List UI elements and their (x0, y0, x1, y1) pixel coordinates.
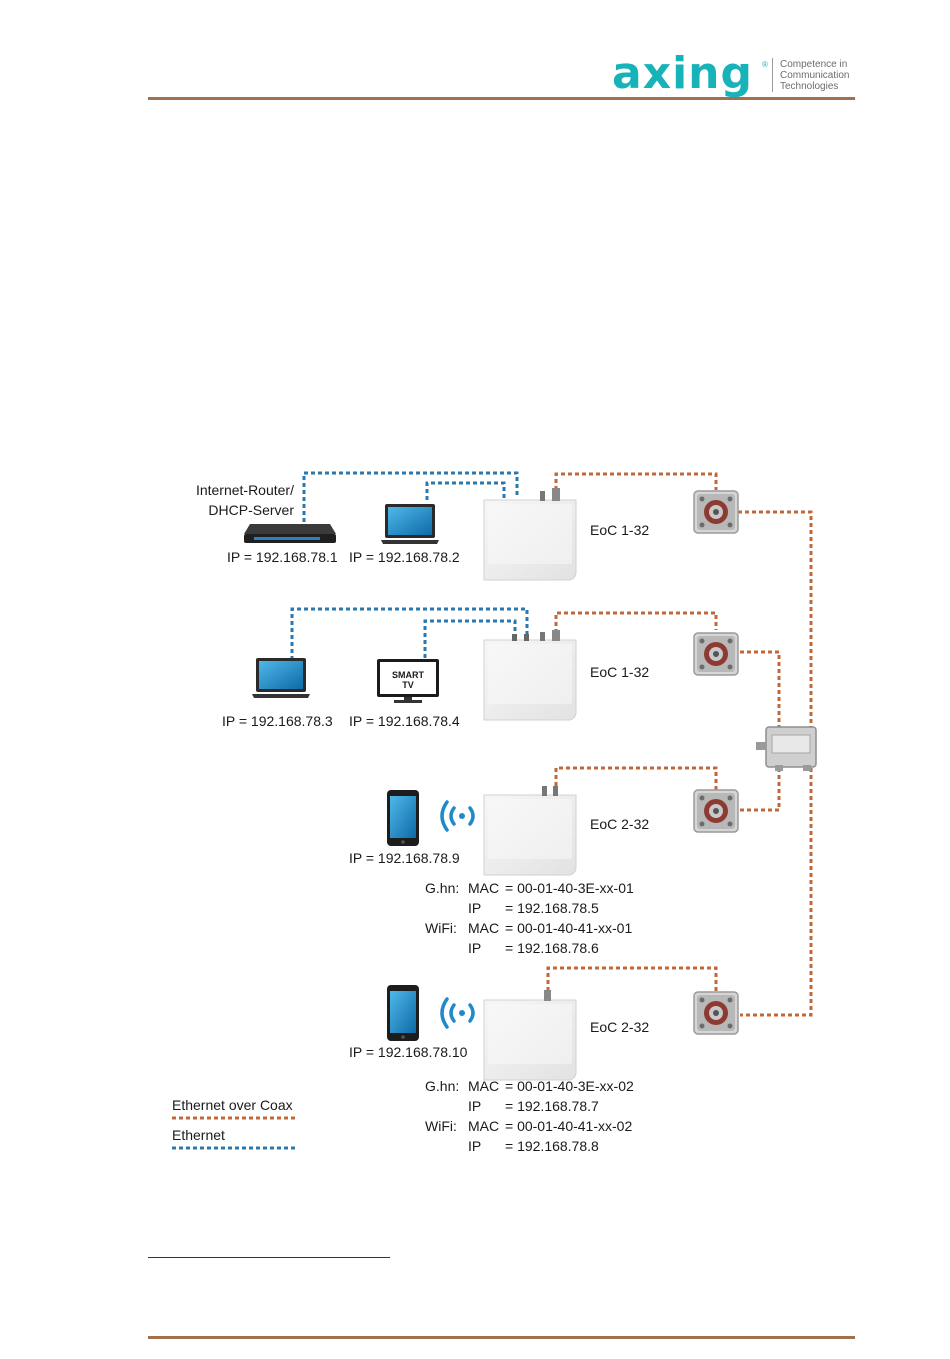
modem-label-4: EoC 2-32 (590, 1019, 650, 1035)
router-label-line: DHCP-Server (208, 502, 294, 518)
wifi-icon (440, 800, 475, 832)
logo-registered: ® (762, 60, 768, 69)
ip-tablet-2: IP = 192.168.78.10 (349, 1044, 468, 1060)
ip-laptop-2: IP = 192.168.78.3 (222, 713, 333, 729)
router-device (244, 524, 336, 543)
tagline-line: Competence in (780, 59, 848, 70)
laptop-device-2 (252, 658, 310, 698)
ghn-label: G.hn: (425, 880, 460, 896)
ip-smart-tv: IP = 192.168.78.4 (349, 713, 460, 729)
modem-2 (483, 630, 577, 721)
wifi-ip-key: IP (468, 1138, 482, 1154)
footer-rule (148, 1336, 855, 1339)
smart-tv-screen-text: SMART TV (380, 670, 436, 690)
wifi-ip-key: IP (468, 940, 482, 956)
modem-4 (483, 990, 577, 1081)
wall-socket-1 (693, 490, 739, 534)
wifi-mac-key: MAC (468, 1118, 500, 1134)
laptop-device-1 (381, 504, 439, 544)
ip-key: IP (468, 1098, 482, 1114)
mac-key: MAC (468, 880, 500, 896)
logo-tagline: Competence in Communication Technologies (780, 59, 849, 92)
legend-ethernet-label: Ethernet (172, 1127, 225, 1143)
modem-label-3: EoC 2-32 (590, 816, 650, 832)
smart-tv-device (377, 659, 439, 703)
ip-key: IP (468, 900, 482, 916)
footnote-rule (148, 1257, 390, 1258)
modem-label-2: EoC 1-32 (590, 664, 650, 680)
tagline-line: Communication (780, 70, 850, 81)
wall-socket-2 (693, 632, 739, 676)
header-rule (148, 97, 855, 100)
wifi-mac-value: = 00-01-40-41-xx-01 (505, 920, 633, 936)
router-label: Internet-Router/ DHCP-Server (170, 480, 294, 520)
wifi-ip-value: = 192.168.78.8 (505, 1138, 599, 1154)
mac-value: = 00-01-40-3E-xx-02 (505, 1078, 634, 1094)
router-label-line: Internet-Router/ (195, 482, 294, 498)
wall-socket-4 (693, 991, 739, 1035)
ip-laptop-1: IP = 192.168.78.2 (349, 549, 460, 565)
wifi-ip-value: = 192.168.78.6 (505, 940, 599, 956)
mac-key: MAC (468, 1078, 500, 1094)
legend-coax-label: Ethernet over Coax (172, 1097, 293, 1113)
wifi-label: WiFi: (425, 920, 457, 936)
ghn-label: G.hn: (425, 1078, 460, 1094)
modem-3 (483, 786, 577, 876)
ip-tablet-1: IP = 192.168.78.9 (349, 850, 460, 866)
logo-separator (772, 58, 773, 92)
smart-tv-label: SMART (392, 670, 424, 680)
ip-value: = 192.168.78.7 (505, 1098, 599, 1114)
wifi-icon (440, 997, 475, 1029)
wifi-label: WiFi: (425, 1118, 457, 1134)
wifi-mac-key: MAC (468, 920, 500, 936)
tablet-device-1 (387, 790, 419, 846)
coax-splitter (756, 726, 817, 771)
logo-wordmark: axing (612, 48, 753, 99)
modem-label-1: EoC 1-32 (590, 522, 650, 538)
wall-socket-3 (693, 789, 739, 833)
ethernet-lines (290, 471, 529, 660)
modem-1 (483, 488, 577, 581)
ip-value: = 192.168.78.5 (505, 900, 599, 916)
mac-value: = 00-01-40-3E-xx-01 (505, 880, 634, 896)
tagline-line: Technologies (780, 81, 839, 92)
wifi-mac-value: = 00-01-40-41-xx-02 (505, 1118, 633, 1134)
ip-router: IP = 192.168.78.1 (227, 549, 338, 565)
smart-tv-label: TV (402, 680, 414, 690)
tablet-device-2 (387, 985, 419, 1041)
